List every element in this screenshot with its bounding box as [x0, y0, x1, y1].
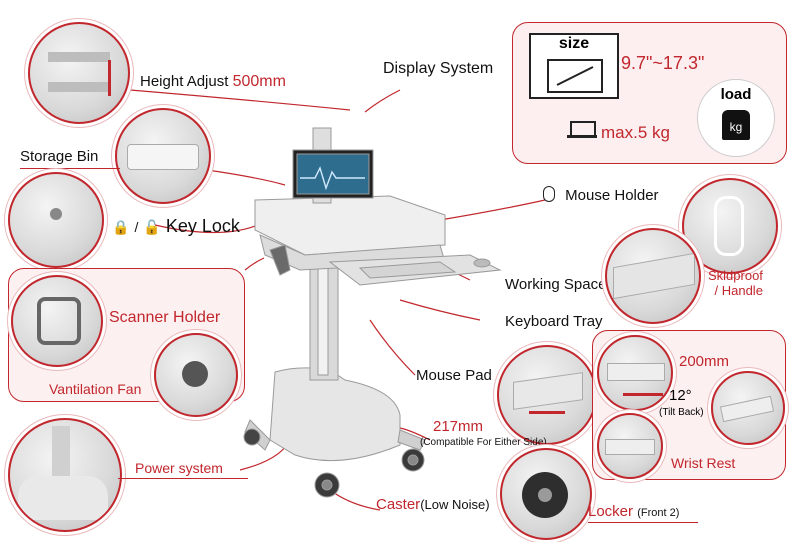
padlock-icon: 🔒: [112, 219, 130, 235]
mouse-holder-image: [682, 178, 778, 274]
leader-display: [364, 89, 401, 113]
leader-keylock: [154, 224, 259, 234]
load-circle: load kg: [697, 79, 775, 157]
monitor-icon: [547, 59, 603, 93]
tilt-image: [711, 371, 785, 445]
caster-label: Caster: [376, 496, 421, 513]
caster-image: [500, 448, 592, 540]
leader-pad-width: [399, 427, 431, 441]
tilt-angle: 12°: [669, 387, 692, 404]
tilt-note: (Tilt Back): [659, 407, 704, 418]
size-box: size: [529, 33, 619, 99]
fan-image: [154, 333, 238, 417]
mouse-holder-label: Mouse Holder: [565, 187, 659, 204]
leader-scanner: [244, 257, 265, 271]
size-label: size: [558, 35, 590, 52]
vantilation-fan-label: Vantilation Fan: [49, 381, 142, 397]
mouse-pad-label: Mouse Pad: [416, 367, 492, 384]
height-adjust-image: [28, 22, 130, 124]
locker-label: Locker: [588, 503, 634, 520]
key-lock-separator: /: [134, 219, 139, 235]
tray-width: 200mm: [679, 353, 730, 370]
leader-mousepad: [369, 319, 416, 376]
height-adjust-value: 500mm: [232, 73, 286, 90]
display-system-panel: size 9.7"~17.3" load kg max.5 kg: [512, 22, 787, 164]
compatible-note: (Compatible For Either Side): [420, 437, 547, 448]
leader-mouse-holder: [439, 199, 546, 221]
power-system-label: Power system: [135, 460, 223, 476]
scanner-holder-image: [11, 275, 103, 367]
weight-icon: kg: [722, 110, 750, 140]
working-space-image: [605, 228, 701, 324]
wrist-rest-image: [597, 413, 663, 479]
size-range: 9.7"~17.3": [621, 53, 705, 73]
height-adjust-label: Height Adjust: [140, 73, 229, 90]
locker-note: (Front 2): [637, 507, 680, 519]
storage-bin-image: [115, 108, 211, 204]
leader-height: [129, 89, 351, 111]
key-lock-image: [8, 172, 104, 268]
pad-width: 217mm: [433, 418, 484, 435]
leader-keyboard: [399, 299, 481, 321]
display-system-label: Display System: [383, 60, 494, 77]
mouse-icon: [543, 186, 555, 202]
power-system-image: [8, 418, 122, 532]
storage-bin-label: Storage Bin: [20, 148, 99, 165]
working-space-label: Working Space: [505, 276, 607, 293]
keyboard-tray-panel: 200mm 12° (Tilt Back) Wrist Rest: [592, 330, 786, 480]
laptop-icon: [567, 121, 597, 139]
width-arrow-icon: [623, 393, 663, 396]
caster-note: (Low Noise): [420, 497, 490, 512]
wrist-rest-label: Wrist Rest: [671, 455, 736, 471]
scanner-panel: Scanner Holder Vantilation Fan: [8, 268, 245, 417]
tray-slide-image: [597, 335, 673, 411]
cart: [243, 127, 502, 498]
skidproof-label: Skidproof: [708, 268, 763, 283]
key-lock-label: Key Lock: [165, 216, 240, 236]
leader-caster: [329, 489, 381, 511]
load-label: load: [720, 86, 752, 103]
padlock-open-icon: 🔓: [143, 219, 161, 235]
scanner-holder-label: Scanner Holder: [109, 309, 221, 326]
handle-label: / Handle: [714, 283, 763, 298]
max-load: max.5 kg: [601, 123, 670, 142]
keyboard-tray-label: Keyboard Tray: [505, 313, 603, 330]
mouse-pad-image: [497, 345, 597, 445]
